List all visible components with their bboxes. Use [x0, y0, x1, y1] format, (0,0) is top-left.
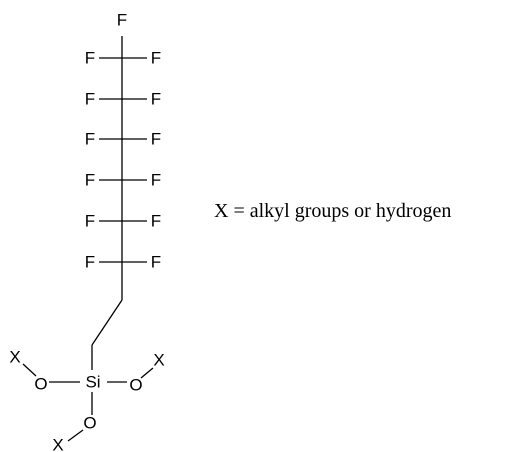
- fluorine-label: F: [151, 171, 161, 190]
- o-x-bond: [140, 367, 154, 379]
- fluorine-label: F: [85, 212, 95, 231]
- o-x-bond: [67, 429, 84, 442]
- fluorine-label: F: [151, 49, 161, 68]
- fluorine-label: F: [117, 11, 127, 30]
- bond-lines: [22, 36, 154, 442]
- o-x-bond: [22, 363, 37, 377]
- fluorine-label: F: [85, 90, 95, 109]
- fluorine-label: F: [85, 253, 95, 272]
- ethylene-bond: [91, 299, 123, 346]
- fluorine-label: F: [151, 90, 161, 109]
- legend-text: X = alkyl groups or hydrogen: [214, 200, 452, 222]
- fluorine-label: F: [85, 49, 95, 68]
- fluorine-label: F: [151, 253, 161, 272]
- fluorine-label: F: [85, 171, 95, 190]
- substituent-x-label: X: [9, 348, 20, 367]
- fluorine-label: F: [85, 130, 95, 149]
- substituent-x-label: X: [52, 436, 63, 452]
- oxygen-label: O: [129, 376, 142, 395]
- fluorine-label: F: [151, 130, 161, 149]
- substituent-x-label: X: [153, 351, 164, 370]
- fluorine-label: F: [151, 212, 161, 231]
- oxygen-label: O: [83, 414, 96, 433]
- oxygen-label: O: [34, 375, 47, 394]
- silicon-label: Si: [85, 373, 100, 392]
